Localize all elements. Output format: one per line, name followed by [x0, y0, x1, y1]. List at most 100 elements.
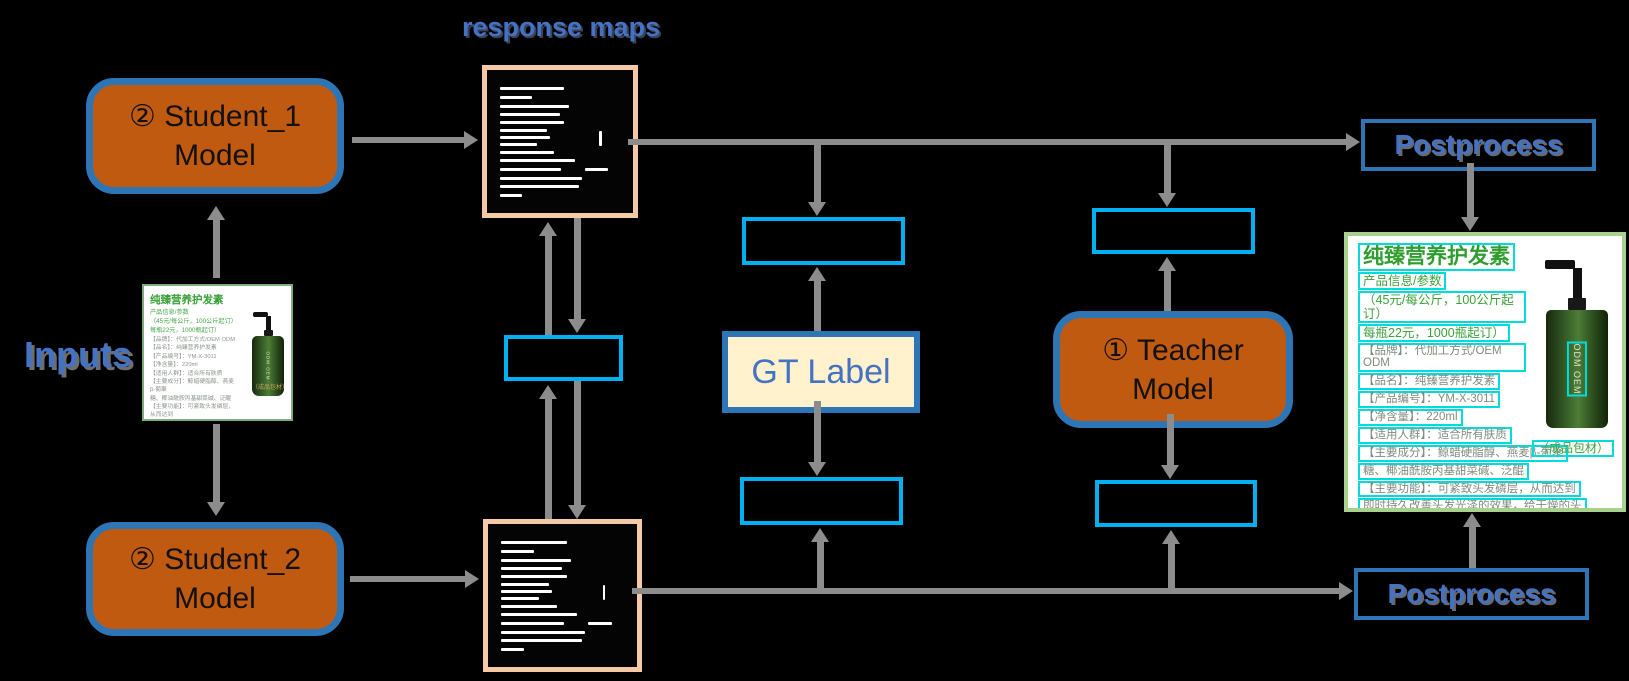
response-map-text-line	[500, 167, 562, 171]
response-map-text-line	[500, 176, 582, 180]
response-map-vertical-tick	[599, 131, 602, 146]
student2-label-line1: ② Student_2	[128, 543, 302, 576]
response-map-student1	[482, 65, 638, 218]
bottle-pump-spout	[1545, 260, 1575, 269]
compare-box-gt-top	[742, 217, 905, 265]
result-card-lines: 纯臻营养护发素产品信息/参数（45元/每公斤，100公斤起订）每瓶22元，100…	[1358, 243, 1612, 508]
response-map-vertical-tick	[602, 585, 605, 600]
response-map-text-line	[501, 596, 539, 600]
result-card-detected-line: 【产品编号】：YM-X-3011	[1358, 391, 1526, 409]
input-card-spec-line: 【净含量】：220ml	[150, 362, 198, 369]
arrow-head	[465, 570, 479, 588]
response-map-text-line	[501, 559, 572, 563]
arrow-head	[811, 528, 829, 542]
response-map-text-line	[500, 112, 560, 116]
teacher-label-line2: Model	[1132, 372, 1214, 406]
response-map-text-line	[501, 589, 553, 593]
arrow-head	[1463, 513, 1481, 527]
response-map-text-line	[501, 613, 578, 617]
postprocess-bottom-node: Postprocess	[1354, 568, 1589, 620]
input-package-note: （成品包材）	[251, 385, 288, 391]
teacher-label-line1: ① Teacher	[1102, 333, 1244, 367]
arrow-shaft	[1467, 163, 1474, 218]
arrow-head	[568, 319, 586, 333]
result-card-detected-line: 产品信息/参数	[1358, 271, 1526, 290]
arrow-head	[808, 267, 826, 281]
input-card-spec-line: 即时持久改善头发光泽的效果，给干燥的头	[150, 420, 236, 421]
response-map-text-line	[500, 87, 565, 91]
arrow-head	[1346, 133, 1360, 151]
arrow-head	[464, 131, 478, 149]
response-map-right-dash	[584, 167, 609, 171]
bottle-label-text: ODM OEM	[265, 351, 271, 381]
response-map-text-line	[501, 541, 567, 545]
result-package-note: （成品包材）	[1531, 440, 1614, 458]
input-card-spec-line: 糖、椰油酰胺丙基甜菜碱、泛醌	[150, 395, 232, 402]
arrow-shaft	[814, 280, 821, 331]
arrow-head	[1162, 530, 1180, 544]
arrow-head	[207, 206, 225, 220]
input-card-info-line: 每瓶22元，1000瓶起订）	[150, 326, 221, 334]
arrow-head	[539, 222, 557, 236]
response-map-text-line	[500, 159, 575, 163]
compare-box-teacher-bottom	[1095, 480, 1257, 527]
result-card-detected-line: （45元/每公斤，100公斤起订）	[1358, 290, 1526, 323]
teacher-model-node: ① Teacher Model	[1053, 311, 1293, 428]
compare-box-teacher-top	[1092, 208, 1255, 254]
input-card-spec-line: 【适用人群】：适合所有肤质	[150, 370, 223, 377]
arrow-shaft	[352, 137, 465, 143]
response-map-text-line	[501, 604, 557, 608]
arrow-head	[808, 462, 826, 476]
arrow-shaft	[814, 139, 821, 203]
response-map-text-line	[500, 193, 523, 197]
postprocess-bottom-text: Postprocess	[1387, 578, 1556, 609]
student1-label-line1: ② Student_1	[128, 100, 302, 133]
compare-box-between-students	[504, 335, 623, 381]
response-map-right-dash	[587, 621, 612, 625]
postprocess-top-text: Postprocess	[1394, 129, 1563, 160]
arrow-shaft	[817, 541, 824, 594]
input-card-spec-line: 【品名】：纯臻营养护发素	[150, 345, 217, 352]
student2-label-line2: Model	[174, 582, 256, 615]
result-card-detected-line: 糖、椰油酰胺丙基甜菜碱、泛醌	[1358, 462, 1612, 480]
result-card-detected-line: 【主要成分】：鲸蜡硬脂醇、燕麦β-葡聚	[1358, 444, 1612, 462]
response-map-text-line	[500, 185, 579, 189]
arrow-shaft	[574, 218, 581, 320]
result-product-bottle: ODM OEM	[1545, 260, 1608, 428]
ocr-result-card: 纯臻营养护发素产品信息/参数（45元/每公斤，100公斤起订）每瓶22元，100…	[1344, 232, 1626, 512]
bottle-pump-stem	[1572, 268, 1582, 298]
arrow-shaft	[574, 381, 581, 506]
arrow-shaft	[1164, 270, 1171, 311]
response-map-text-line	[501, 647, 524, 651]
arrow-shaft	[545, 235, 552, 335]
arrow-head	[568, 505, 586, 519]
arrow-head	[539, 385, 557, 399]
input-product-card: 纯臻营养护发素 产品信息/参数（45元/每公斤，100公斤起订）每瓶22元，10…	[142, 284, 293, 421]
arrow-shaft	[1164, 139, 1171, 194]
response-map-text-line	[501, 574, 567, 578]
bottle-pump-collar	[1568, 298, 1586, 310]
student1-label-line2: Model	[174, 139, 256, 172]
result-card-detected-line: 即时持久改善头发光泽的效果，给干燥的头	[1358, 498, 1612, 508]
result-card-detected-line: 每瓶22元，1000瓶起订）	[1358, 323, 1526, 342]
response-map-text-line	[501, 566, 563, 570]
input-card-spec-line: 【品牌】：代加工方式/OEM ODM	[150, 336, 236, 343]
input-card-info-line: 产品信息/参数	[150, 309, 189, 316]
input-product-bottle: ODM OEM	[252, 312, 284, 396]
response-map-text-line	[500, 135, 550, 139]
bottle-pump-stem	[265, 316, 271, 330]
response-map-student2	[483, 519, 642, 672]
response-map-text-line	[500, 105, 569, 109]
arrow-head	[1461, 217, 1479, 231]
response-map-text-line	[500, 120, 565, 124]
postprocess-top-node: Postprocess	[1361, 119, 1596, 171]
compare-box-gt-bottom	[740, 477, 903, 525]
response-map-text-line	[501, 582, 550, 586]
response-map-text-line	[501, 550, 535, 554]
response-map-text-line	[500, 128, 547, 132]
bottle-pump-spout	[253, 312, 268, 317]
arrow-shaft	[1167, 414, 1174, 466]
arrow-head	[808, 202, 826, 216]
inputs-label: Inputs	[24, 334, 132, 375]
bottle-body: ODM OEM	[1546, 310, 1608, 428]
